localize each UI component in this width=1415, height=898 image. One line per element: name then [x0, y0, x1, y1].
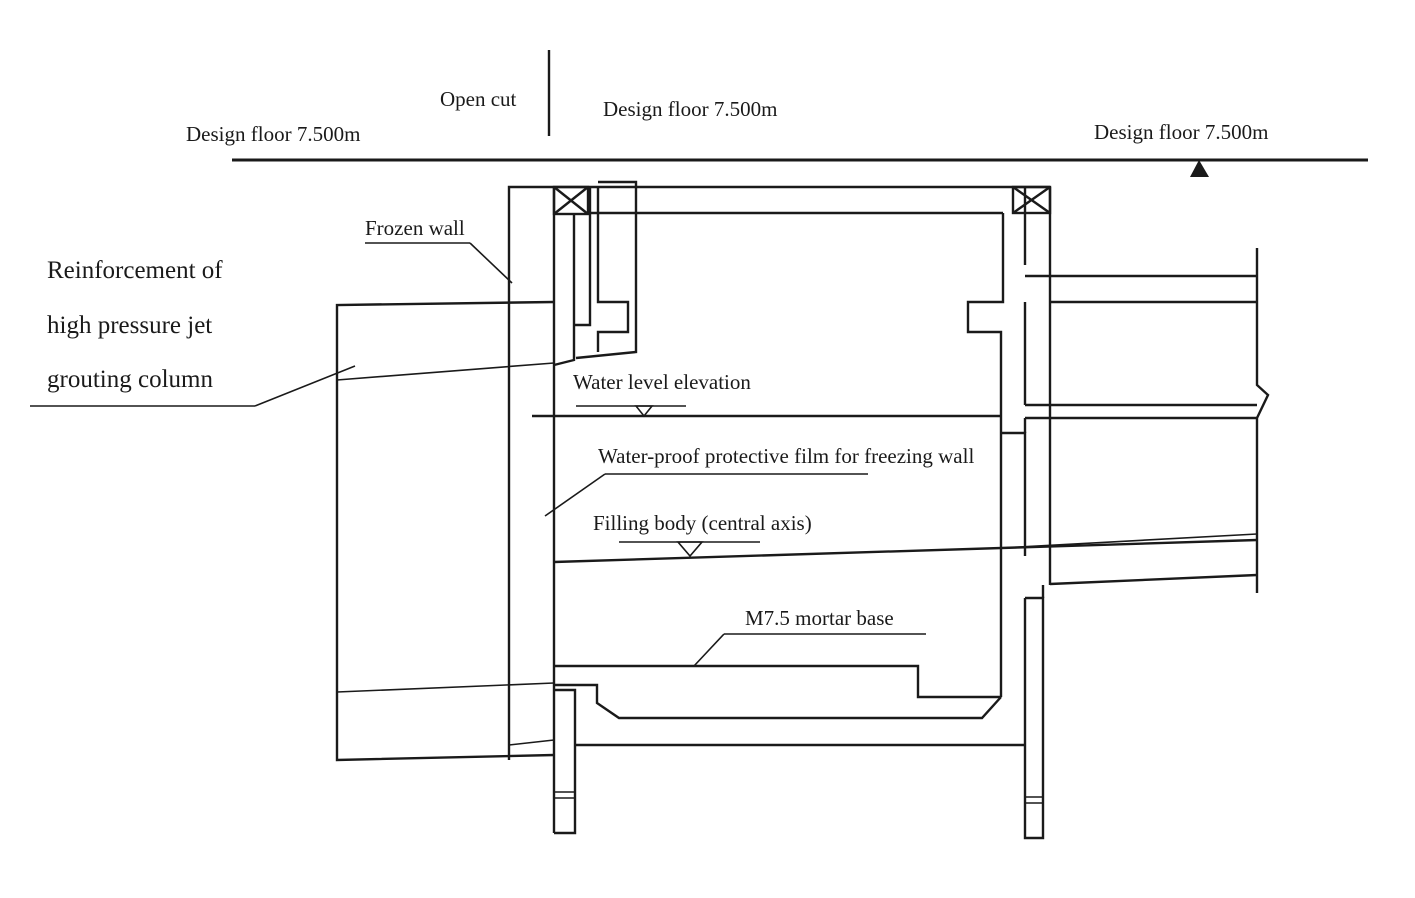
- frozen-wall-label: Frozen wall: [365, 216, 465, 240]
- design-floor-left-label: Design floor 7.500m: [186, 122, 360, 146]
- design-floor-center-label: Design floor 7.500m: [603, 97, 777, 121]
- reinforcement-leader-diagonal: [254, 365, 356, 407]
- elevation-marker-icon: [1190, 160, 1209, 177]
- frozen-wall-left: [507, 185, 554, 760]
- filling-body-line: [553, 538, 1258, 564]
- waterproof-film-leader-diagonal: [544, 473, 606, 517]
- reinforcement-label-line3: grouting column: [47, 366, 213, 393]
- reinforcement-label-line1: Reinforcement of: [47, 257, 223, 284]
- mortar-base-leader-diagonal: [693, 633, 725, 667]
- mortar-base-label: M7.5 mortar base: [745, 606, 894, 630]
- left-cross-box-icon: [552, 185, 590, 216]
- design-floor-right-label: Design floor 7.500m: [1094, 120, 1268, 144]
- shaft-structure: [552, 180, 1052, 840]
- right-tunnel-segment: [1000, 248, 1270, 593]
- filling-body-label: Filling body (central axis): [593, 511, 812, 535]
- water-level-label: Water level elevation: [573, 370, 751, 394]
- open-cut-label: Open cut: [440, 87, 517, 111]
- right-cross-box-icon: [1011, 185, 1052, 215]
- water-level-marker-icon: [634, 405, 654, 418]
- frozen-wall-leader-diagonal: [469, 242, 513, 284]
- jet-grouting-reinforcement: [335, 300, 555, 762]
- reinforcement-label-line2: high pressure jet: [47, 312, 212, 339]
- waterproof-film-label: Water-proof protective film for freezing…: [598, 444, 974, 468]
- filling-body-marker-icon: [676, 541, 704, 558]
